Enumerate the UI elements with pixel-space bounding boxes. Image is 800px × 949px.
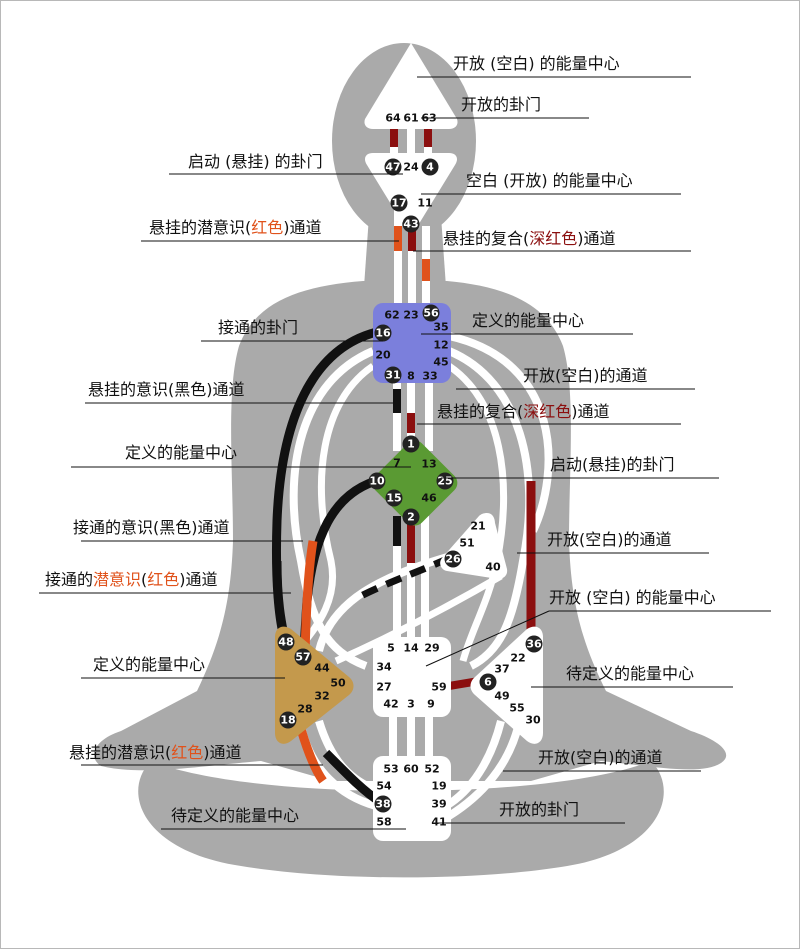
gate-57: 57 (295, 651, 310, 664)
gate-14: 14 (403, 642, 419, 655)
gate-15: 15 (386, 492, 401, 505)
label-spleen-defined-center: 定义的能量中心 (93, 655, 205, 674)
label-open-channel-2: 开放(空白)的通道 (547, 530, 672, 549)
gate-52: 52 (424, 763, 439, 776)
gate-56: 56 (423, 307, 439, 320)
gate-1: 1 (407, 438, 415, 451)
leader-lines (39, 76, 771, 830)
spleen-center: 48 57 44 50 32 28 18 (275, 626, 354, 744)
gate-7: 7 (393, 457, 401, 470)
label-hanging-combination-channel-2: 悬挂的复合(深红色)通道 (437, 402, 610, 421)
head-center: 64 61 63 (364, 43, 458, 129)
gate-42: 42 (383, 698, 398, 711)
gate-30: 30 (525, 714, 541, 727)
gate-9: 9 (427, 698, 435, 711)
label-solar-pending-center: 待定义的能量中心 (566, 664, 694, 683)
heart-center: 21 51 26 40 (440, 513, 508, 579)
throat-center: 62 23 56 16 35 12 20 45 31 8 33 (373, 303, 451, 384)
gate-25: 25 (437, 475, 452, 488)
gate-27: 27 (376, 681, 391, 694)
label-head-open-center: 开放 (空白) 的能量中心 (453, 54, 620, 73)
gate-39: 39 (431, 798, 446, 811)
gate-11: 11 (417, 197, 432, 210)
gate-44: 44 (314, 662, 330, 675)
gate-55: 55 (509, 702, 524, 715)
gate-46: 46 (421, 492, 437, 505)
gate-32: 32 (314, 690, 329, 703)
gate-20: 20 (375, 349, 391, 362)
gate-6: 6 (484, 676, 492, 689)
gate-8: 8 (407, 370, 415, 383)
label-root-pending-center: 待定义的能量中心 (171, 806, 299, 825)
label-open-channel-1: 开放(空白)的通道 (523, 366, 648, 385)
gate-49: 49 (494, 690, 509, 703)
gate-51: 51 (459, 537, 474, 550)
label-hanging-conscious-channel: 悬挂的意识(黑色)通道 (88, 380, 245, 399)
gate-16: 16 (375, 327, 391, 340)
solar-plexus-center: 36 22 37 6 49 55 30 (470, 626, 543, 744)
label-connected-gate: 接通的卦门 (218, 318, 298, 337)
label-ajna-open-center: 空白 (开放) 的能量中心 (466, 171, 633, 190)
label-root-open-gates: 开放的卦门 (499, 800, 579, 819)
gate-31: 31 (385, 369, 400, 382)
gate-34: 34 (376, 661, 392, 674)
gate-26: 26 (445, 553, 461, 566)
gate-12: 12 (433, 339, 448, 352)
gate-64: 64 (385, 112, 401, 125)
gate-61: 61 (403, 112, 418, 125)
gate-2: 2 (407, 511, 415, 524)
label-connected-conscious-channel: 接通的意识(黑色)通道 (73, 518, 230, 537)
gate-10: 10 (369, 475, 385, 488)
gate-43: 43 (403, 218, 418, 231)
root-center: 53 60 52 54 19 38 39 58 41 (373, 756, 451, 841)
gate-37: 37 (494, 663, 509, 676)
gate-36: 36 (526, 638, 542, 651)
gate-18: 18 (280, 714, 295, 727)
gate-38: 38 (375, 798, 390, 811)
gate-17: 17 (391, 197, 406, 210)
gate-50: 50 (330, 677, 346, 690)
label-hanging-subconscious-channel-2: 悬挂的潜意识(红色)通道 (69, 743, 242, 762)
label-open-channel-3: 开放(空白)的通道 (538, 748, 663, 767)
gate-21: 21 (470, 520, 485, 533)
gate-53: 53 (383, 763, 398, 776)
ajna-center: 47 24 4 17 11 43 (365, 153, 457, 233)
gate-3: 3 (407, 698, 415, 711)
label-throat-defined-center: 定义的能量中心 (472, 311, 584, 330)
gate-35: 35 (433, 321, 448, 334)
gate-29: 29 (424, 642, 439, 655)
gate-22: 22 (510, 652, 525, 665)
gate-33: 33 (422, 370, 437, 383)
gate-59: 59 (431, 681, 446, 694)
label-g-hanging-gate: 启动(悬挂)的卦门 (550, 455, 675, 474)
gate-13: 13 (421, 458, 436, 471)
gate-45: 45 (433, 356, 448, 369)
gate-5: 5 (387, 642, 395, 655)
gate-41: 41 (431, 816, 446, 829)
sacral-center: 5 14 29 34 27 59 42 3 9 (373, 637, 451, 717)
gate-58: 58 (376, 816, 391, 829)
label-ajna-hanging-gate: 启动 (悬挂) 的卦门 (188, 152, 323, 171)
label-sacral-open-center: 开放 (空白) 的能量中心 (549, 588, 716, 607)
annotations: 开放 (空白) 的能量中心 开放的卦门 启动 (悬挂) 的卦门 空白 (开放) … (45, 54, 716, 825)
gate-28: 28 (297, 703, 312, 716)
gate-40: 40 (485, 561, 501, 574)
label-g-defined-center: 定义的能量中心 (125, 443, 237, 462)
gate-4: 4 (426, 161, 434, 174)
gate-47: 47 (385, 161, 400, 174)
label-connected-subconscious-channel: 接通的潜意识(红色)通道 (45, 570, 218, 589)
g-center: 1 7 13 10 25 15 46 2 (368, 435, 458, 526)
gate-60: 60 (403, 763, 419, 776)
gate-62: 62 (384, 309, 399, 322)
gate-48: 48 (278, 636, 293, 649)
gate-54: 54 (376, 780, 392, 793)
gate-24: 24 (403, 161, 419, 174)
label-hanging-subconscious-channel: 悬挂的潜意识(红色)通道 (149, 218, 322, 237)
gate-19: 19 (431, 780, 446, 793)
label-hanging-combination-channel: 悬挂的复合(深红色)通道 (443, 229, 616, 248)
label-head-open-gates: 开放的卦门 (461, 95, 541, 114)
gate-23: 23 (403, 309, 418, 322)
